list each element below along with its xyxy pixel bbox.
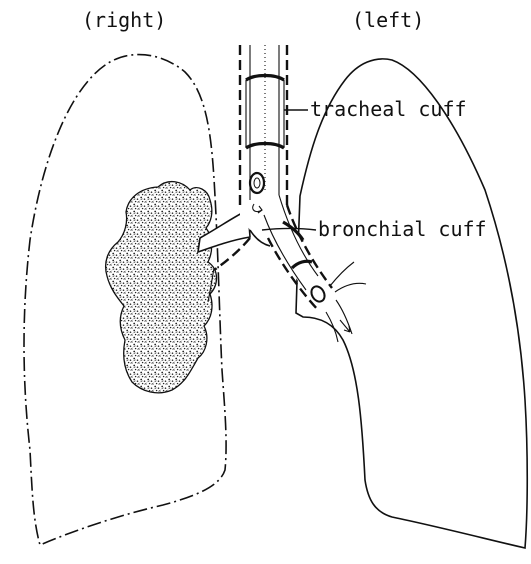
- tumor-mass: [106, 182, 217, 393]
- carina: [250, 230, 270, 246]
- left-upper-branch-2: [335, 283, 366, 292]
- tracheal-cuff-label: tracheal cuff: [310, 97, 467, 121]
- bronchial-cuff-label: bronchial cuff: [318, 217, 487, 241]
- left-lung-label: (left): [352, 8, 424, 32]
- right-lung-label: (right): [82, 8, 166, 32]
- left-upper-branch: [330, 262, 354, 286]
- left-lung-outline: [296, 59, 527, 548]
- trachea: [240, 45, 287, 230]
- bronchial-flow-arrow: [340, 320, 350, 332]
- tracheal-lumen-opening: [250, 173, 264, 193]
